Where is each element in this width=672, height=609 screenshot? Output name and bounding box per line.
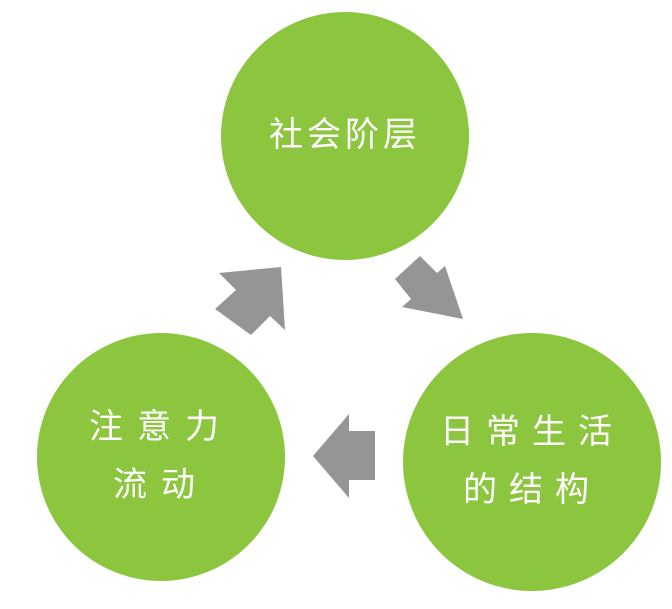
- node-social-class-label: 社会阶层: [269, 115, 421, 156]
- arrow-right-down-icon: [395, 256, 463, 319]
- node-everyday-life-structure: 日常生活 的结构: [403, 333, 661, 591]
- node-social-class: 社会阶层: [221, 12, 469, 260]
- node-attention-flow-label-line2: 流动: [113, 465, 209, 505]
- node-attention-flow-label-line1: 注意力: [89, 407, 233, 448]
- node-attention-flow: 注意力 流动: [37, 333, 285, 581]
- node-everyday-life-label-line1: 日常生活: [440, 412, 624, 453]
- node-everyday-life-label-line2: 的结构: [463, 470, 601, 510]
- arrow-left-icon: [313, 414, 375, 498]
- arrow-up-right-icon: [215, 267, 285, 335]
